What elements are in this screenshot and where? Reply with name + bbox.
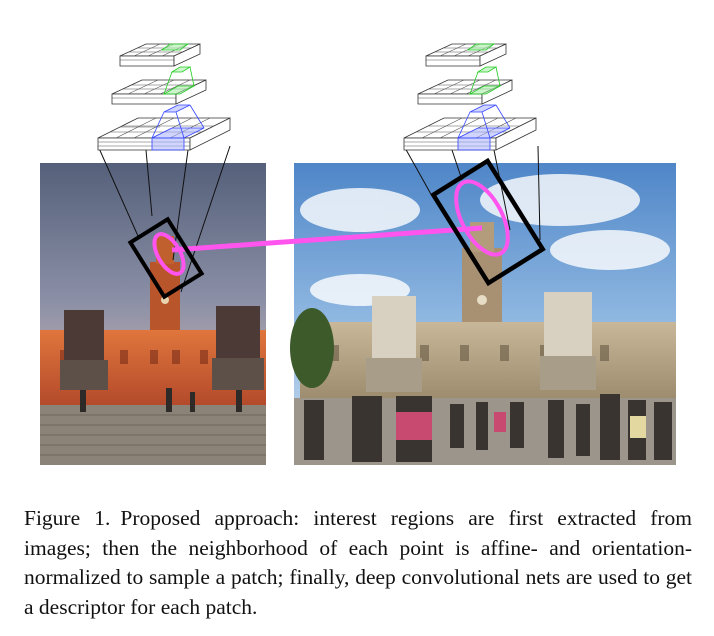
caption-label: Figure 1. <box>24 506 111 530</box>
left-interest-ellipse <box>152 232 186 276</box>
left-patch-box <box>127 216 205 300</box>
right-interest-ellipse <box>454 179 510 257</box>
left-photo <box>40 163 266 465</box>
right-photo <box>290 163 676 465</box>
right-region <box>430 157 546 287</box>
cnn-stack-left <box>97 43 231 293</box>
left-region <box>127 216 205 300</box>
caption-text: Proposed approach: interest regions are … <box>24 506 692 619</box>
right-patch-box <box>430 157 546 287</box>
cnn-stack-right <box>403 43 541 241</box>
figure-caption: Figure 1.Proposed approach: interest reg… <box>24 504 692 622</box>
figure-illustration <box>40 43 676 465</box>
match-line <box>171 225 483 253</box>
